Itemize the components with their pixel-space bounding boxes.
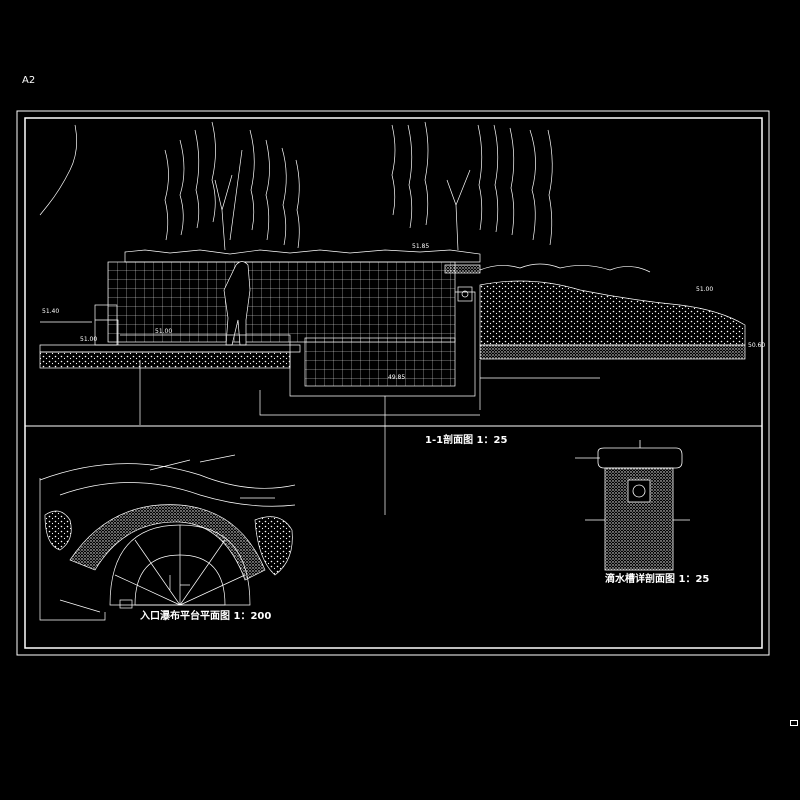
drain-channel: [627, 479, 651, 503]
elevation-pool-base: 51.00: [155, 328, 173, 335]
plan-section-marker: [169, 575, 190, 590]
drain-detail-drawing: [575, 440, 690, 571]
outer-border: [16, 110, 770, 656]
plan-title: 入口瀑布平台平面图 1：200: [140, 611, 272, 622]
section-1-1-drawing: [39, 121, 746, 515]
drain-cap-stone: [597, 447, 683, 469]
pool-outline: [289, 291, 476, 397]
plan-leaders: [59, 454, 275, 613]
right-shrubs: [479, 263, 651, 273]
elevation-wall-top: 51.85: [412, 243, 430, 250]
willow-tree-left: [39, 121, 300, 251]
plan-curve-outer: [39, 463, 296, 489]
plan-curve-inner: [59, 482, 296, 507]
bench-left: [94, 304, 118, 346]
elevation-step: 51.00: [80, 336, 98, 343]
pool-basin: [304, 337, 456, 387]
plan-view-drawing: [39, 454, 296, 621]
sheet-id: A2: [22, 75, 36, 86]
wall-cap-right: [444, 264, 481, 274]
plan-marker-box: [119, 599, 133, 609]
elevation-left-ground: 51.40: [42, 308, 60, 315]
capping-stones: [124, 249, 481, 263]
plan-radials: [114, 525, 246, 606]
ground-strip-left: [39, 351, 291, 369]
plan-rocks-right: [254, 516, 293, 576]
drain-pipe: [632, 484, 646, 498]
right-rock-embankment: [479, 280, 746, 346]
drain-leaders: [575, 440, 690, 521]
inner-border: [24, 117, 763, 649]
elevation-pool-bottom: 49.85: [388, 374, 406, 381]
drain-box: [457, 286, 473, 302]
left-platform: [39, 344, 301, 353]
plan-boundary: [39, 478, 106, 621]
corner-marker: [790, 720, 798, 726]
elevation-right-edge: 50.60: [748, 342, 766, 349]
plan-rocks-left: [44, 510, 72, 551]
section-title: 1-1剖面图 1：25: [425, 435, 508, 446]
leader-lines: [139, 360, 600, 515]
drain-title: 滴水槽详剖面图 1：25: [605, 574, 710, 585]
ground-strip-right: [479, 344, 746, 360]
elevation-right-ground: 51.00: [696, 286, 714, 293]
willow-tree-right: [391, 121, 553, 251]
tile-wall: [107, 261, 456, 343]
drain-circle: [461, 290, 469, 298]
plan-paving-band: [69, 504, 266, 581]
steps: [95, 319, 291, 345]
